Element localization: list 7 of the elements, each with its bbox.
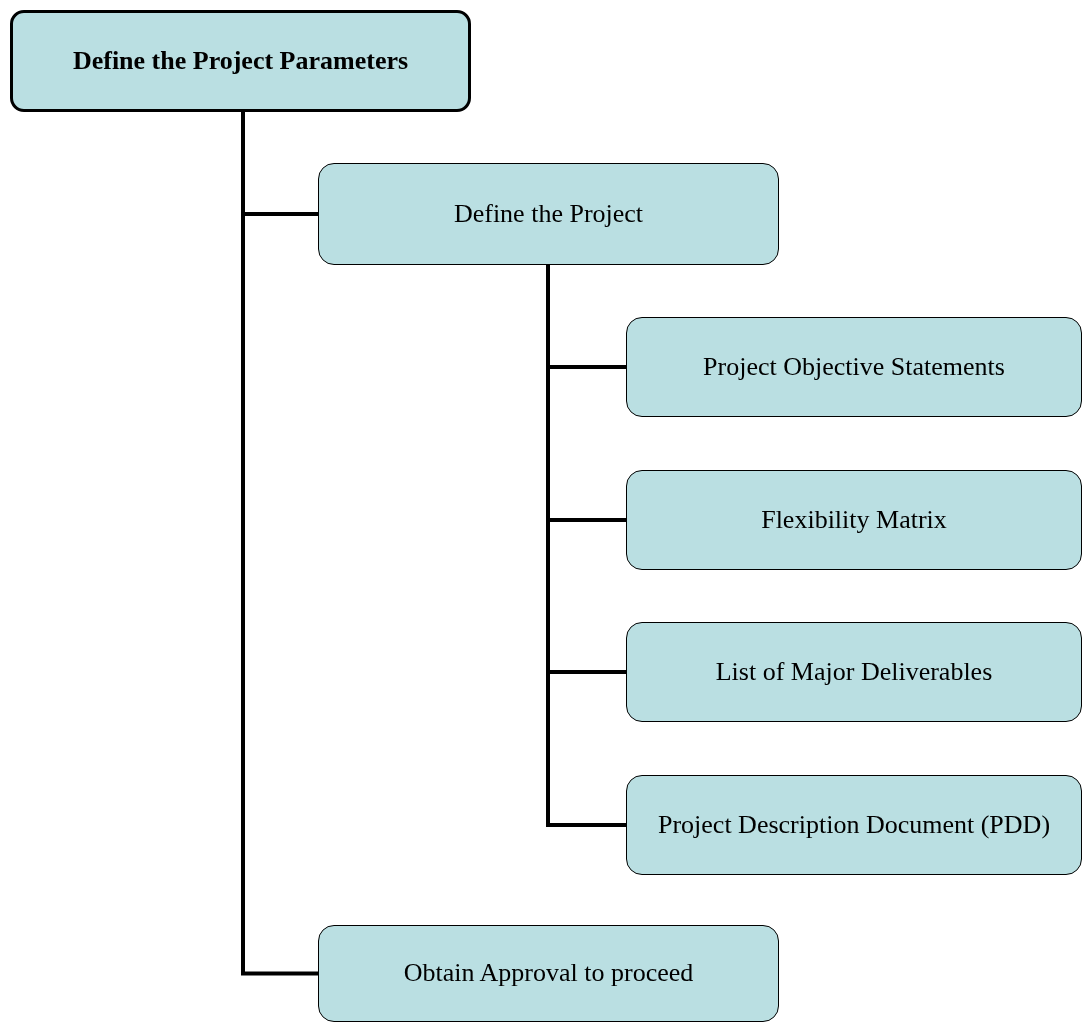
process-box: Project Objective Statements: [626, 317, 1082, 417]
process-box: Project Description Document (PDD): [626, 775, 1082, 875]
process-box: Define the Project: [318, 163, 779, 265]
process-box: Define the Project Parameters: [10, 10, 471, 112]
process-box: Flexibility Matrix: [626, 470, 1082, 570]
process-box: Obtain Approval to proceed: [318, 925, 779, 1022]
process-box: List of Major Deliverables: [626, 622, 1082, 722]
